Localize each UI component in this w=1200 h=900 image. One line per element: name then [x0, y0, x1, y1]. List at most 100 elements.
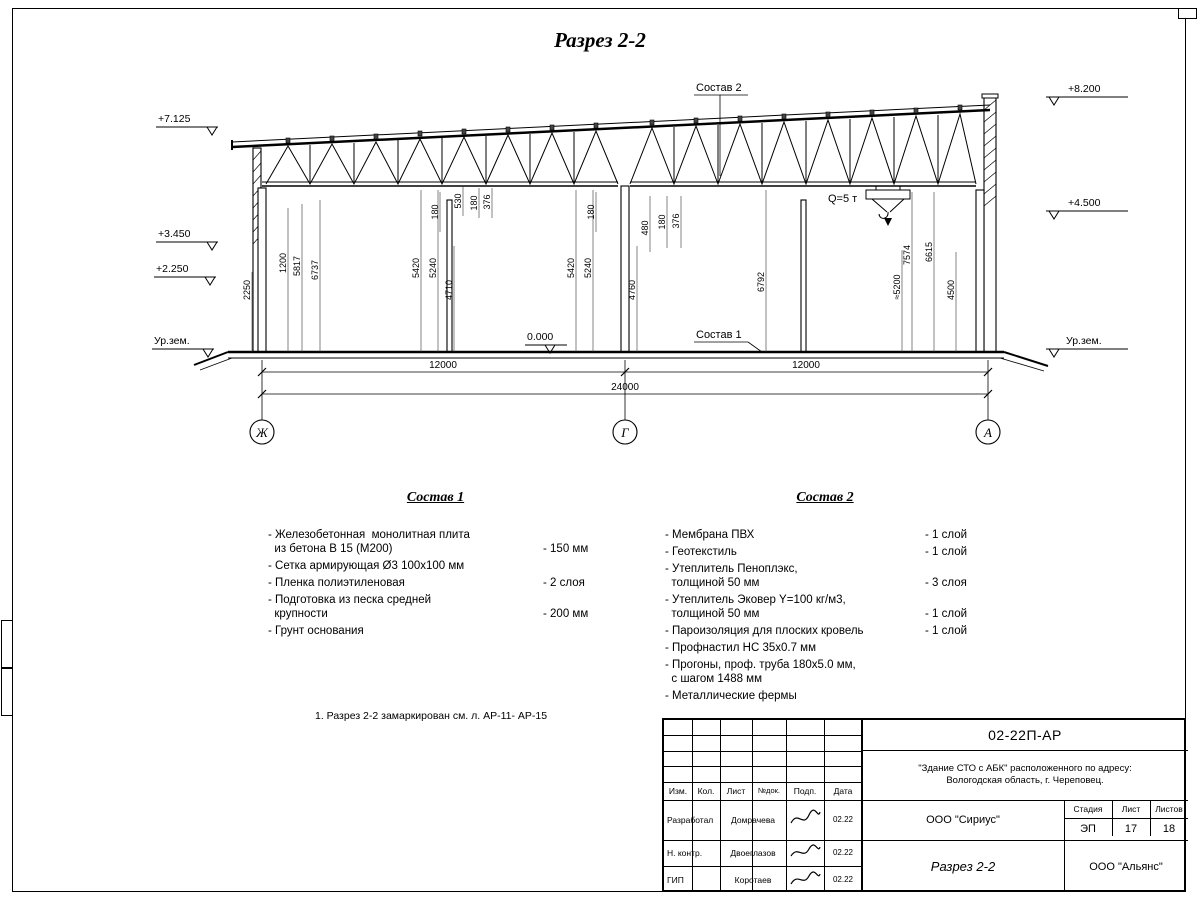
stage-value: ЭП — [1080, 823, 1096, 835]
grid-line — [664, 840, 1188, 841]
dim-text: 1200 — [278, 253, 288, 273]
elevation-right-mid: +4.500 — [1068, 197, 1101, 209]
list-item: - Прогоны, проф. труба 180x5.0 мм, с шаг… — [665, 658, 985, 686]
list-item: - Металлические фермы — [665, 689, 985, 703]
list-item-value: - 200 мм — [543, 608, 589, 620]
list-item-text: - Прогоны, проф. труба 180x5.0 мм, с шаг… — [665, 659, 856, 685]
elevation-zero: 0.000 — [527, 331, 553, 343]
title-block: Изм. Кол. Лист №док. Подп. Дата Разработ… — [662, 718, 1188, 892]
dim-text: 5420 — [411, 258, 421, 278]
sheets-total: 18 — [1162, 823, 1176, 835]
page-title: Разрез 2-2 — [554, 28, 646, 52]
floor-slab — [193, 350, 1049, 372]
org-name-mid: ООО "Сириус" — [926, 814, 1000, 826]
grid-line — [862, 750, 1188, 751]
elevation-left-mid: +3.450 — [158, 228, 191, 240]
signer-role: Разработал — [667, 815, 714, 825]
roof-slab — [231, 104, 991, 150]
columns — [257, 185, 985, 353]
dim-text: 6615 — [924, 242, 934, 262]
grid-line — [664, 766, 862, 767]
dim-text: 180 — [469, 195, 479, 210]
col-header-ndok: №док. — [758, 786, 780, 795]
signer-role: Н. контр. — [667, 848, 703, 858]
list-item-value: - 1 слой — [925, 546, 968, 558]
dim-12000-left: 12000 — [429, 360, 457, 371]
dim-text: 4500 — [946, 280, 956, 300]
drawing-name: Разрез 2-2 — [930, 859, 996, 874]
corner-mark-box — [1178, 8, 1197, 19]
col-header-list: Лист — [726, 786, 746, 796]
signature-icon — [790, 871, 821, 885]
dim-text: 6737 — [310, 260, 320, 280]
list-item: - Грунт основания — [268, 624, 603, 638]
dim-24000: 24000 — [611, 382, 639, 393]
elevation-left-top: +7.125 — [158, 113, 191, 125]
grid-line — [664, 751, 862, 752]
list-item: - Геотекстиль - 1 слой — [665, 545, 985, 559]
list-item: - Пароизоляция для плоских кровель - 1 сл… — [665, 624, 985, 638]
sostav2-block: Состав 2 - Мембрана ПВХ - 1 слой - Геотек… — [665, 490, 985, 703]
signature-icon — [790, 844, 821, 857]
elevation-right-top: +8.200 — [1068, 83, 1101, 95]
vertical-dim-texts: 2250 1200 5817 6737 5420 5240 4710 180 5… — [242, 193, 956, 300]
signer-name: Коротаев — [734, 875, 772, 885]
col-header-izm: Изм. — [668, 786, 688, 796]
sostav1-heading: Состав 1 — [406, 490, 465, 505]
grid-line — [752, 720, 753, 890]
dim-text: 4710 — [444, 280, 454, 300]
roof-truss-right — [629, 112, 977, 187]
list-item: - Профнастил НС 35x0.7 мм — [665, 641, 985, 655]
elevation-left-low: +2.250 — [156, 263, 189, 275]
signer-date: 02.22 — [832, 875, 854, 884]
composition-leaders: Состав 2 Состав 1 — [694, 82, 763, 353]
list-item-text: - Пароизоляция для плоских кровель — [665, 625, 864, 637]
document-code: 02-22П-АР — [988, 727, 1062, 743]
signature-icon — [790, 809, 821, 824]
list-item-value: - 1 слой — [925, 625, 968, 637]
list-item-text: - Грунт основания — [268, 625, 364, 637]
list-item: - Утеплитель Эковер Y=100 кг/м3, толщино… — [665, 593, 985, 621]
sostav2-heading: Состав 2 — [796, 490, 854, 505]
list-item-text: - Сетка армирующая Ø3 100x100 мм — [268, 560, 465, 572]
sheets-label: Листов — [1155, 804, 1183, 814]
dim-text: 5420 — [566, 258, 576, 278]
list-item: - Утеплитель Пеноплэкс, толщиной 50 мм- … — [665, 562, 985, 590]
elevation-marks: +7.125 +3.450 +2.250 Ур.зем. 0.000 +8.20… — [152, 83, 1128, 358]
project-description: "Здание СТО с АБК" расположенного по адр… — [918, 763, 1132, 786]
grid-line — [1064, 800, 1065, 890]
dim-text: 7574 — [902, 245, 912, 265]
col-header-podp: Подп. — [793, 786, 817, 796]
list-item-value: - 150 мм — [543, 543, 589, 555]
dim-text: 4760 — [627, 280, 637, 300]
list-item-value: - 1 слой — [925, 608, 968, 620]
signer-date: 02.22 — [832, 815, 854, 824]
list-item-value: - 3 слоя — [925, 577, 967, 589]
signer-name: Домрачева — [731, 815, 775, 825]
sheet-frame — [12, 8, 1186, 892]
crane-label: Q=5 т — [828, 193, 857, 205]
grid-line — [824, 720, 825, 890]
section-drawing: 2250 1200 5817 6737 5420 5240 4710 180 5… — [152, 82, 1128, 445]
list-item-text: - Мембрана ПВХ — [665, 529, 755, 541]
list-item: - Сетка армирующая Ø3 100x100 мм — [268, 559, 603, 573]
list-item-text: - Геотекстиль — [665, 546, 737, 558]
list-item-value: - 2 слоя — [543, 577, 585, 589]
grid-line — [664, 866, 862, 867]
dim-text: 180 — [586, 204, 596, 219]
purlins — [285, 104, 963, 144]
grid-line — [664, 800, 1188, 801]
axis-bubbles: Ж Г А — [249, 419, 1001, 445]
org-name-bottom: ООО "Альянс" — [1089, 861, 1163, 873]
list-item: - Пленка полиэтиленовая- 2 слоя — [268, 576, 603, 590]
roof-truss-left — [262, 129, 619, 187]
sostav1-drawing-label: Состав 1 — [696, 329, 742, 341]
edge-stamp-box — [1, 620, 13, 668]
signer-name: Двоеглазов — [730, 848, 776, 858]
list-item-text: - Металлические фермы — [665, 690, 797, 702]
sheet-label: Лист — [1121, 804, 1141, 814]
sostav2-drawing-label: Состав 2 — [696, 82, 742, 94]
signer-role: ГИП — [667, 875, 684, 885]
sostav1-block: Состав 1 - Железобетонная монолитная пли… — [268, 490, 603, 638]
axis-zh: Ж — [255, 425, 269, 440]
